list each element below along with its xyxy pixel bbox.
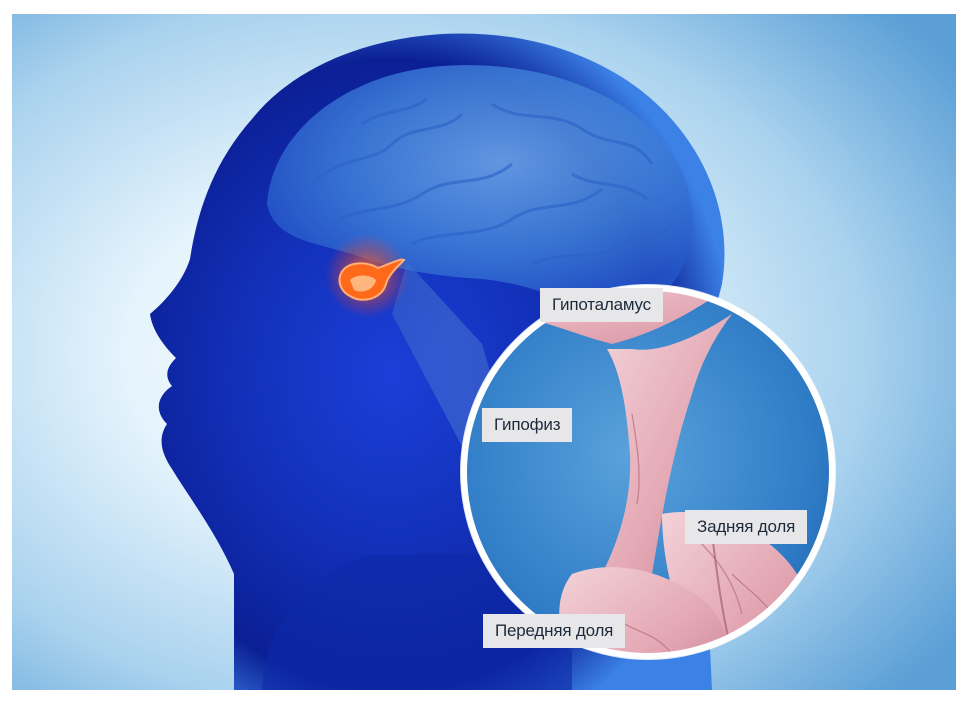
- anatomy-illustration: [12, 14, 956, 690]
- label-posterior-lobe: Задняя доля: [685, 510, 807, 544]
- label-pituitary: Гипофиз: [482, 408, 572, 442]
- label-anterior-lobe: Передняя доля: [483, 614, 625, 648]
- label-hypothalamus: Гипоталамус: [540, 288, 663, 322]
- head-brain-svg: [12, 14, 956, 690]
